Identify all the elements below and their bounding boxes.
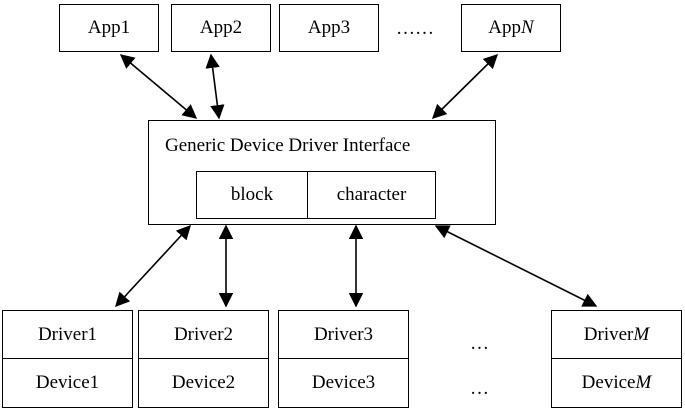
drivers-ellipsis: … — [470, 333, 489, 354]
app-label: App1 — [87, 17, 131, 38]
driver-device-stack-1: Driver1 Device1 — [2, 310, 133, 408]
character-cell: character — [336, 184, 407, 205]
devices-ellipsis: … — [470, 378, 489, 399]
arrow-app1-interface — [119, 54, 198, 119]
arrow-app2-interface — [205, 53, 225, 120]
driver-cell: Driver3 — [279, 311, 408, 359]
driver-device-stack-3: Driver3 Device3 — [278, 310, 409, 408]
app-box-3: App3 — [279, 4, 379, 52]
arrow-interface-driver1 — [115, 224, 191, 308]
interface-title: Generic Device Driver Interface — [165, 135, 411, 156]
device-cell: Device1 — [35, 372, 100, 393]
interface-subbox: block character — [196, 171, 436, 219]
arrow-interface-driverM — [434, 225, 598, 307]
arrow-appN-interface — [431, 53, 499, 120]
device-cell: Device3 — [311, 372, 376, 393]
generic-interface-box: Generic Device Driver Interface block ch… — [148, 120, 496, 225]
driver-cell: Driver2 — [139, 311, 268, 359]
driver-device-stack-2: Driver2 Device2 — [138, 310, 269, 408]
driver-cell: Driver1 — [3, 311, 132, 359]
apps-ellipsis: …… — [396, 18, 434, 39]
app-label: App2 — [199, 17, 243, 38]
app-box-1: App1 — [59, 4, 159, 52]
app-label: App — [488, 17, 522, 38]
app-suffix: N — [521, 17, 534, 38]
app-box-2: App2 — [171, 4, 271, 52]
block-cell: block — [197, 172, 308, 218]
app-label: App3 — [307, 17, 351, 38]
device-cell: Device2 — [171, 372, 236, 393]
